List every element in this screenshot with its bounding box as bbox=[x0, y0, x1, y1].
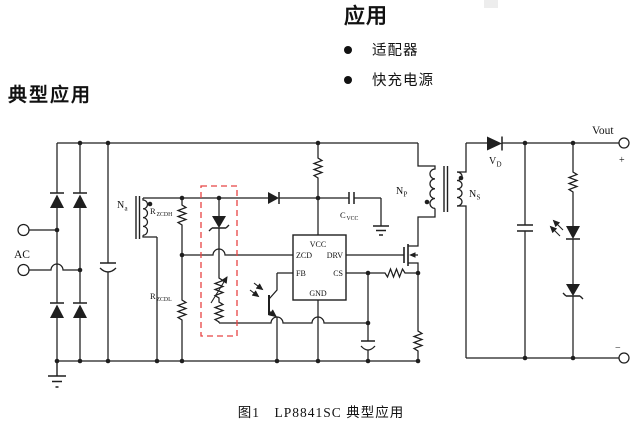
na-label: N bbox=[117, 200, 124, 211]
current-sense-resistor bbox=[412, 273, 424, 361]
ns-label-sub: S bbox=[477, 194, 481, 202]
pin-cs: CS bbox=[333, 269, 343, 278]
junction-dots bbox=[54, 140, 576, 364]
minus-label: − bbox=[615, 343, 621, 354]
output-capacitor bbox=[517, 143, 533, 358]
bulk-capacitor bbox=[99, 143, 117, 361]
vcc-diode bbox=[268, 192, 318, 204]
resistor-rzcdl bbox=[176, 255, 188, 361]
cvcc-label: C bbox=[340, 210, 346, 220]
power-mosfet bbox=[346, 208, 436, 273]
ns-label: N bbox=[469, 189, 476, 200]
application-item-label: 快充电源 bbox=[372, 73, 434, 89]
schematic-labels: AC N a R ZCDH R ZCDL C VCC N P N S V D V… bbox=[14, 125, 625, 354]
bullet-icon bbox=[344, 75, 352, 84]
vout-label: Vout bbox=[592, 125, 614, 137]
resistor-rzcdh bbox=[176, 198, 188, 255]
cs-filter-capacitor bbox=[360, 273, 376, 361]
output-diode-vd bbox=[466, 136, 619, 151]
optocoupler-phototransistor bbox=[249, 273, 278, 361]
plus-label: + bbox=[619, 155, 625, 166]
pin-zcd: ZCD bbox=[296, 251, 312, 260]
pin-fb: FB bbox=[296, 269, 306, 278]
cvcc-label-sub: VCC bbox=[347, 216, 359, 222]
figure-caption: 图1 LP8841SC 典型应用 bbox=[237, 405, 405, 420]
pin-gnd: GND bbox=[309, 289, 327, 298]
rzcdh-label-sub: ZCDH bbox=[157, 212, 174, 218]
lp8841sc-typical-application-schematic: AC N a R ZCDH R ZCDL C VCC N P N S V D V… bbox=[14, 125, 630, 388]
transformer bbox=[417, 143, 467, 358]
output-terminals bbox=[618, 137, 630, 364]
np-label-sub: P bbox=[404, 191, 408, 199]
primary-ground-icon bbox=[48, 361, 66, 388]
vd-label-sub: D bbox=[497, 161, 502, 169]
rzcdh-label: R bbox=[150, 206, 156, 216]
typical-application-title: 典型应用 bbox=[8, 85, 93, 106]
application-item: 快充电源 bbox=[344, 69, 434, 90]
cs-filter-resistor bbox=[346, 267, 418, 279]
np-label: N bbox=[396, 186, 403, 197]
rzcdl-label-sub: ZCDL bbox=[157, 297, 173, 303]
rzcdl-label: R bbox=[150, 291, 156, 301]
feedback-branch bbox=[549, 143, 584, 358]
ic-lp8841sc bbox=[292, 234, 347, 361]
aux-winding-na bbox=[135, 196, 158, 361]
applications-section: 应用 适配器 快充电源 bbox=[344, 0, 434, 90]
vd-label: V bbox=[489, 156, 497, 167]
na-label-sub: a bbox=[125, 205, 129, 213]
cvcc-capacitor bbox=[318, 192, 389, 236]
bridge-rectifier bbox=[50, 143, 87, 361]
vcc-startup-resistor bbox=[312, 143, 324, 198]
pin-drv: DRV bbox=[327, 251, 343, 260]
application-item-label: 适配器 bbox=[372, 43, 419, 59]
bullet-icon bbox=[344, 45, 352, 54]
compensation-network bbox=[208, 198, 368, 324]
pin-vcc: VCC bbox=[310, 240, 326, 249]
application-item: 适配器 bbox=[344, 39, 434, 60]
scan-artifact bbox=[484, 0, 498, 8]
applications-title: 应用 bbox=[344, 4, 388, 28]
highlight-dashed-box bbox=[200, 185, 238, 337]
ac-label: AC bbox=[14, 249, 30, 261]
